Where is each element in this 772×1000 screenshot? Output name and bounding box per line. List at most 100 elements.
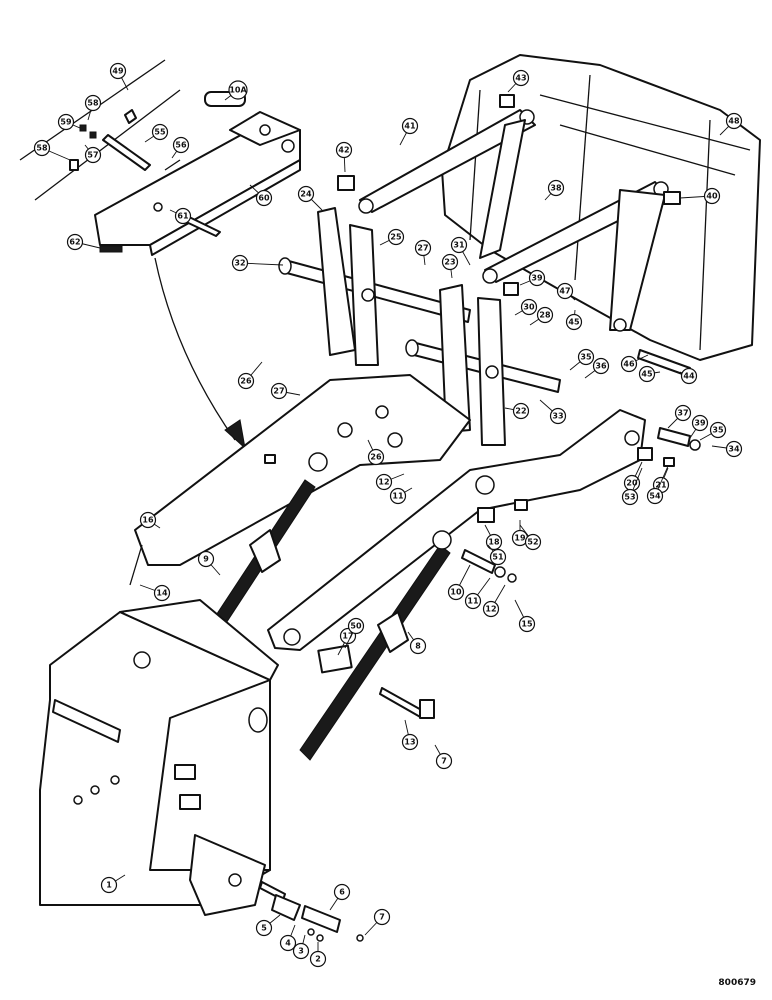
callout-number: 22: [515, 407, 526, 416]
callout-12: 12: [482, 584, 506, 618]
callout-bubble: [520, 298, 538, 316]
drawing-number: 800679: [718, 978, 756, 988]
callout-bubble: [389, 487, 407, 505]
callout-bubble: [100, 876, 118, 894]
callout-42: 42: [335, 141, 353, 173]
callout-bubble: [565, 313, 583, 331]
callout-bubble: [66, 233, 84, 251]
callout-36: 36: [584, 357, 610, 379]
callout-bubble: [387, 228, 405, 246]
hydraulic-cylinders: [204, 452, 452, 761]
callout-bubble: [151, 123, 169, 141]
callout-bubble: [409, 637, 427, 655]
callout-33: 33: [539, 399, 567, 425]
callout-number: 7: [379, 913, 385, 922]
callout-39: 39: [519, 269, 546, 287]
callout-38: 38: [544, 179, 565, 201]
callout-47: 47: [556, 282, 576, 301]
callout-bubble: [547, 179, 565, 197]
hardware: [129, 349, 701, 719]
callout-27: 27: [270, 382, 301, 400]
callout-number: 5: [261, 924, 267, 933]
callout-number: 7: [441, 757, 447, 766]
callout-41: 41: [399, 117, 419, 146]
callout-bubble: [84, 94, 102, 112]
callout-number: 52: [527, 538, 538, 547]
callout-bubble: [464, 592, 482, 610]
callout-7: 7: [434, 744, 453, 770]
callout-number: 53: [624, 493, 635, 502]
callout-number: 10: [450, 588, 462, 597]
callout-number: 14: [156, 589, 168, 598]
callout-44: 44: [679, 367, 698, 385]
callout-8: 8: [407, 631, 427, 655]
callout-bubble: [335, 141, 353, 159]
callout-number: 44: [683, 372, 695, 381]
callout-number: 48: [728, 117, 740, 126]
callout-37: 37: [667, 404, 692, 429]
callout-25: 25: [379, 228, 405, 246]
callout-number: 19: [514, 534, 526, 543]
callout-number: 12: [378, 478, 389, 487]
callout-7: 7: [364, 908, 391, 936]
callout-bubble: [691, 414, 709, 432]
callout-number: 16: [142, 516, 154, 525]
callout-bubble: [638, 365, 656, 383]
callout-number: 55: [154, 128, 166, 137]
callout-bubble: [172, 136, 190, 154]
callout-58: 58: [84, 94, 102, 121]
callout-bubble: [482, 600, 500, 618]
callout-26: 26: [237, 361, 263, 390]
callout-bubble: [237, 372, 255, 390]
callout-15: 15: [514, 599, 536, 633]
callout-bubble: [703, 187, 721, 205]
callout-bubble: [109, 62, 127, 80]
callout-number: 47: [559, 287, 570, 296]
callout-bubble: [512, 402, 530, 420]
callout-5: 5: [255, 914, 281, 937]
callout-45: 45: [638, 365, 661, 383]
callout-number: 62: [69, 238, 80, 247]
callout-bubble: [549, 407, 567, 425]
callout-number: 26: [240, 377, 252, 386]
callout-number: 17: [342, 632, 353, 641]
callout-bubble: [57, 113, 75, 131]
callout-13: 13: [401, 719, 419, 751]
callout-48: 48: [719, 112, 743, 136]
callout-number: 4: [285, 939, 291, 948]
upper-links: [337, 94, 681, 332]
callout-number: 9: [203, 555, 209, 564]
callout-11: 11: [464, 577, 491, 610]
callout-number: 1: [106, 881, 112, 890]
callout-bubble: [435, 752, 453, 770]
callout-number: 39: [531, 274, 543, 283]
direction-arrow: [154, 257, 246, 450]
callout-number: 18: [488, 538, 500, 547]
callout-number: 24: [300, 190, 312, 199]
callout-3: 3: [292, 934, 310, 960]
callout-10: 10: [447, 564, 471, 601]
cross-shafts: [278, 207, 561, 446]
callout-bubble: [621, 488, 639, 506]
callout-62: 62: [66, 233, 101, 251]
callout-number: 23: [444, 258, 455, 267]
callout-bubble: [592, 357, 610, 375]
callout-number: 54: [649, 492, 661, 501]
callout-number: 10A: [229, 86, 247, 95]
callout-bubble: [375, 473, 393, 491]
callout-bubble: [347, 617, 365, 635]
callout-number: 45: [641, 370, 653, 379]
callout-number: 35: [580, 353, 592, 362]
callout-18: 18: [484, 524, 503, 551]
callout-number: 45: [568, 318, 580, 327]
callout-bubble: [524, 533, 542, 551]
callout-32: 32: [231, 254, 284, 272]
callout-number: 2: [315, 955, 321, 964]
callout-number: 13: [404, 738, 415, 747]
callout-bubble: [528, 269, 546, 287]
callout-number: 61: [177, 212, 189, 221]
callout-26: 26: [367, 439, 385, 466]
callout-bubble: [297, 185, 315, 203]
callout-bubble: [373, 908, 391, 926]
callout-39: 39: [689, 414, 709, 439]
